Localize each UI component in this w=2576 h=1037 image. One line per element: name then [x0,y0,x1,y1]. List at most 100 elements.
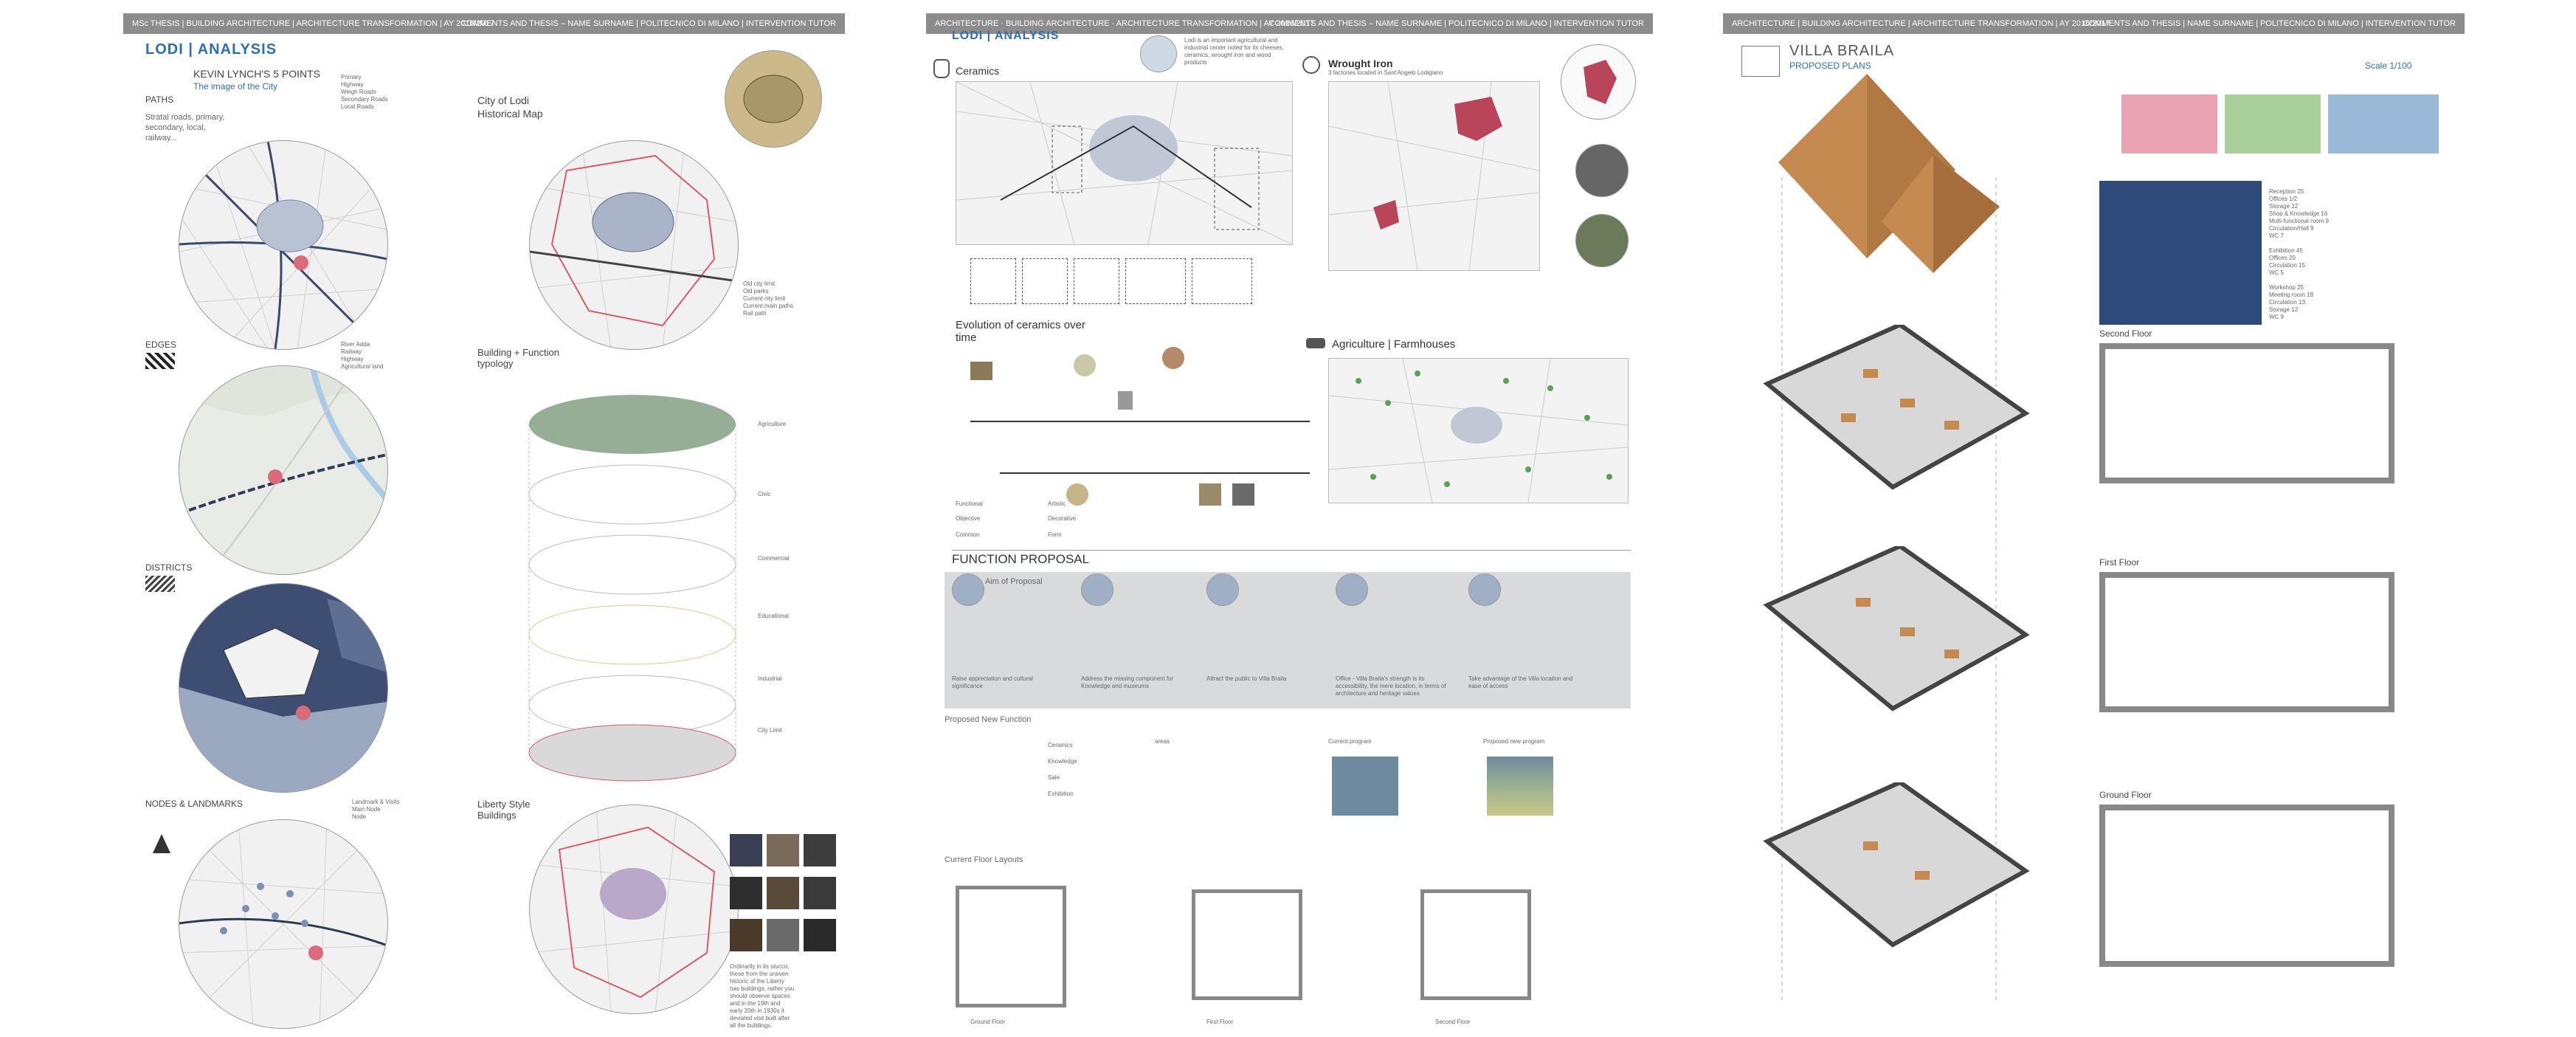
proposal-icon [952,573,984,606]
header-left: MSc THESIS | BUILDING ARCHITECTURE | ARC… [132,19,495,28]
proposal-icon [1081,573,1113,606]
edges-label: EDGES [145,340,177,350]
floor-title: First Floor [2099,557,2139,568]
scale-label: Scale 1/100 [2365,61,2412,71]
evolution-timeline [956,340,1310,539]
floorplan [1420,889,1531,1000]
area-legend: Workshop 25 Meeting room 18 Circulation … [2269,284,2314,320]
header-left: ARCHITECTURE | BUILDING ARCHITECTURE | A… [1732,19,2110,28]
proposal-caption: Take advantage of the Villa location and… [1468,675,1573,689]
layer-label: Civic [758,491,771,497]
panel-subtitle: PROPOSED PLANS [1789,61,1871,71]
header-right: COMMENTS AND THESIS – NAME SURNAME | POL… [1268,19,1644,28]
edges-icon [145,353,175,369]
layer-label: City Limit [758,727,782,734]
agriculture-icon [1306,338,1325,348]
proposal-sub: Aim of Proposal [985,577,1043,586]
liberty-note: Ordinarily in its stucco, these from the… [730,963,795,1029]
paths-map [179,140,388,350]
layer-label: Educational [758,613,789,619]
floorplan [2099,343,2394,483]
legend-item: Old parks [743,288,769,294]
legend-item: Railway [341,348,362,355]
agriculture-map [1328,358,1629,503]
function-row: Objective [956,515,981,522]
paths-label: PATHS [145,94,174,105]
floorplan [956,886,1066,1007]
legend-item: Secondary Roads [341,96,388,103]
function-row: Common [956,531,980,538]
nodes-map [179,819,388,1029]
districts-map [179,583,388,793]
floorplan [2099,572,2394,712]
villa-photo [2099,181,2262,325]
historical-legend: Old city limit Old parks Current city li… [743,280,793,317]
photo [1575,144,1629,197]
panel-title: VILLA BRAILA [1789,43,1895,59]
function-item: Ceramics [1048,742,1073,748]
wrought-inset [1561,44,1636,120]
function-col: Form [1048,531,1062,538]
nodes-icon [153,834,170,853]
function-item: Exhibition [1048,790,1074,797]
new-function-items: Ceramics Knowledge Sale Exhibition [1048,742,1129,807]
evolution-title: Evolution of ceramics over time [956,319,1085,344]
function-col: Artistic [1048,500,1066,507]
legend-item: River Adda [341,341,370,348]
current-program: Current program [1328,738,1372,745]
header-right: COMMENTS AND THESIS | NAME SURNAME | POL… [2082,19,2456,28]
layer-label: Commercial [758,555,790,562]
axonometric-floor [1753,325,2040,502]
wrought-label: Wrought Iron [1328,58,1393,69]
proposed-program-block [1487,757,1553,816]
legend-item: Current city limit [743,295,786,302]
current-floors-title: Current Floor Layouts [945,855,1023,864]
legend-item: Node [352,813,367,820]
floor-label: Second Floor [1435,1019,1471,1025]
photo [804,834,836,867]
legend-item: Landmark & Visits [352,799,400,805]
function-item: Knowledge [1048,758,1077,765]
current-program-block [1332,757,1398,816]
panel-header: MSc THESIS | BUILDING ARCHITECTURE | ARC… [123,13,845,34]
panel-title: LODI | ANALYSIS [145,41,277,58]
axonometric-floor [1753,546,2040,723]
panel-title: LODI | ANALYSIS [952,30,1060,42]
floor-label: First Floor [1206,1019,1233,1025]
intro-text: Lodi is an important agricultural and in… [1184,37,1284,66]
proposal-caption: Address the missing component for Knowle… [1081,675,1174,689]
wrought-map [1328,81,1540,271]
area-legend: Reception 25 Offices 1/2 Storage 12 Shop… [2269,188,2329,239]
ceramics-label: Ceramics [956,65,1000,77]
proposal-icon [1468,573,1501,606]
legend-item: Local Roads [341,103,374,110]
liberty-thumbs [730,834,840,960]
floorplan [1192,889,1302,1000]
legend-item: Primary [341,74,362,80]
panel-lodi-analysis-2: ARCHITECTURE · BUILDING ARCHITECTURE · A… [926,0,1653,1037]
edges-legend: River Adda Railway Highway Agricultural … [341,341,383,371]
areas-label: areas [1155,738,1170,745]
historical-map [529,140,739,350]
ceramics-map [956,81,1293,245]
layer-label: Industrial [758,675,782,682]
legend-item: Agricultural land [341,363,384,370]
photo [1575,214,1629,267]
proposal-icon [1206,573,1239,606]
panel-header: ARCHITECTURE · BUILDING ARCHITECTURE · A… [926,13,1653,34]
area-legend: Exhibition 45 Offices 20 Circulation 15 … [2269,247,2305,276]
proposal-caption: Office - Villa Braila's strength is its … [1336,675,1446,697]
photo [804,877,836,909]
function-col: Decorative [1048,515,1077,522]
panel-header: ARCHITECTURE | BUILDING ARCHITECTURE | A… [1723,13,2465,34]
villa-icon [1741,46,1780,77]
header-left: ARCHITECTURE · BUILDING ARCHITECTURE · A… [935,19,1315,28]
legend-item: Rail path [743,310,767,317]
legend-item: Weigh Roads [341,89,376,95]
photo [767,877,799,909]
photo [767,919,799,951]
axonometric-floor [1753,782,2040,974]
legend-item: Current main paths [743,303,794,309]
lynch-title: KEVIN LYNCH'S 5 POINTS [193,68,321,80]
nodes-legend: Landmark & Visits Main Node Node [352,799,399,821]
